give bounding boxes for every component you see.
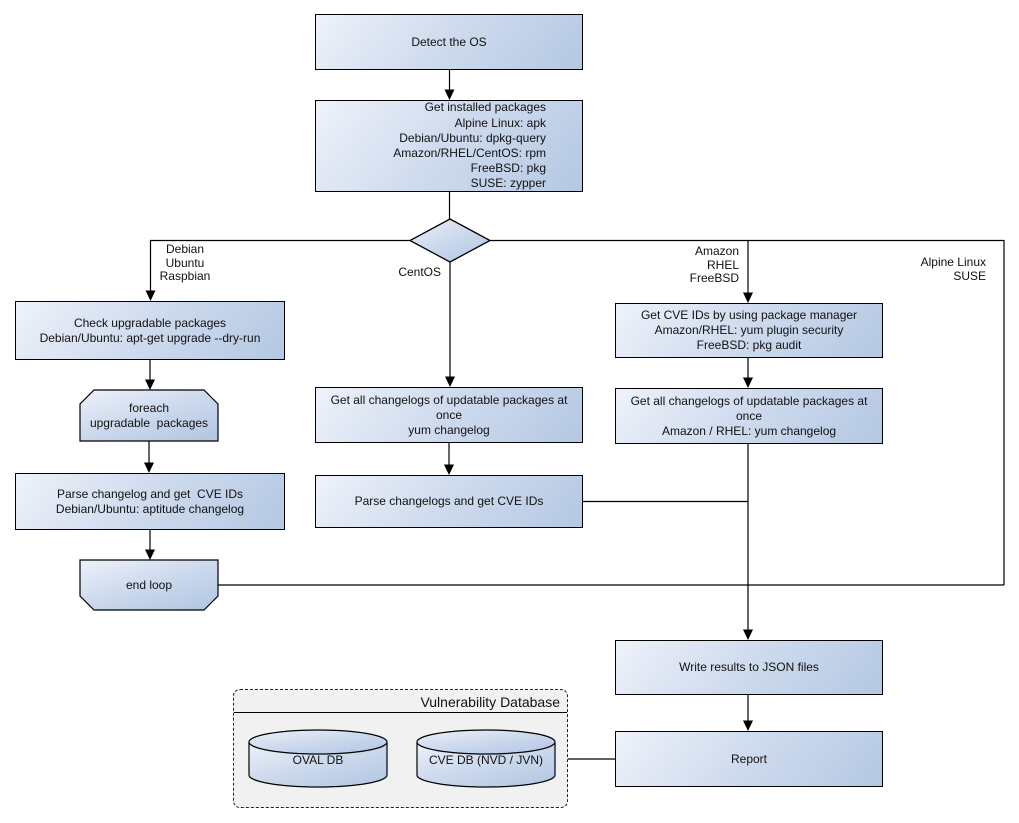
cve-db-cylinder [416, 742, 556, 788]
node-detect-os-label: Detect the OS [411, 34, 487, 49]
node-parse-changelogs-yum: Parse changelogs and get CVE IDs [315, 475, 583, 528]
branch-label-amazon: Amazon RHEL FreeBSD [689, 244, 739, 285]
node-write-results: Write results to JSON files [615, 640, 883, 695]
loop-end-shape [79, 559, 219, 611]
node-get-changelogs-amazon-label: Get all changelogs of updatable packages… [630, 393, 868, 438]
node-parse-changelog-debian-label: Parse changelog and get CVE IDs Debian/U… [55, 486, 245, 516]
branch-label-centos: CentOS [398, 265, 441, 279]
node-detect-os: Detect the OS [315, 14, 583, 70]
cve-db-cylinder-top [416, 729, 556, 755]
oval-db-cylinder [248, 742, 388, 788]
database-cylinders-layer [248, 729, 556, 788]
arrowhead [144, 462, 154, 473]
node-get-changelogs-amazon: Get all changelogs of updatable packages… [615, 388, 883, 444]
connector-decision-to-debian-branch [149, 239, 410, 293]
arrowhead [445, 376, 455, 387]
vulnerability-database-title: Vulnerability Database [234, 690, 567, 713]
node-parse-changelogs-yum-label: Parse changelogs and get CVE IDs [354, 494, 544, 508]
arrowhead [145, 549, 155, 560]
node-report: Report [615, 731, 883, 787]
node-parse-changelog-debian: Parse changelog and get CVE IDs Debian/U… [15, 473, 285, 530]
arrowhead [743, 720, 753, 731]
node-get-changelogs-yum-label: Get all changelogs of updatable packages… [330, 392, 568, 437]
node-get-changelogs-yum: Get all changelogs of updatable packages… [315, 387, 583, 443]
branch-label-debian: Debian Ubuntu Raspbian [159, 242, 211, 283]
connector-decision-to-right-branches [490, 239, 1005, 585]
node-get-installed-packages-label: Get installed packages Alpine Linux: apk… [393, 100, 546, 191]
arrowhead [444, 464, 454, 475]
arrowhead [444, 89, 455, 100]
node-get-installed-packages: Get installed packages Alpine Linux: apk… [315, 100, 583, 192]
arrowhead [743, 377, 753, 388]
oval-db-cylinder-top [248, 729, 388, 755]
arrowhead [743, 292, 753, 303]
node-check-upgradable: Check upgradable packages Debian/Ubuntu:… [15, 301, 285, 360]
arrowhead [145, 379, 155, 390]
arrowhead [743, 629, 753, 640]
branch-label-alpine: Alpine Linux SUSE [920, 255, 986, 283]
arrowheads [144, 89, 753, 731]
node-report-label: Report [730, 751, 768, 766]
loop-start-shape [79, 389, 219, 442]
node-get-cve-pkg-manager: Get CVE IDs by using package manager Ama… [615, 303, 883, 358]
node-get-cve-pkg-manager-label: Get CVE IDs by using package manager Ama… [640, 308, 858, 352]
node-write-results-label: Write results to JSON files [679, 660, 819, 674]
arrowhead [145, 290, 156, 301]
decision-diamond [408, 218, 492, 263]
connector-lines [148, 70, 1005, 760]
node-check-upgradable-label: Check upgradable packages Debian/Ubuntu:… [39, 315, 261, 345]
